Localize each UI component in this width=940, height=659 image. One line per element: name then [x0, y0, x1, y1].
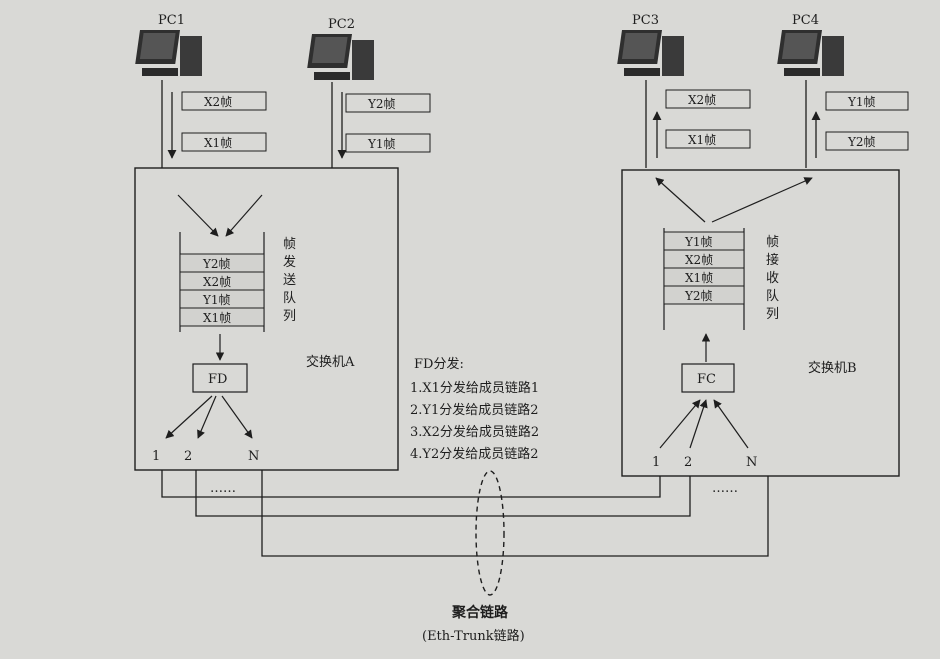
trunk-ellipse: [475, 470, 505, 596]
svg-text:X2帧: X2帧: [203, 275, 231, 289]
fd-rule-item: 3.X2分发给成员链路2: [410, 424, 539, 440]
fc-box: FC: [681, 363, 735, 393]
svg-text:列: 列: [283, 309, 296, 324]
svg-text:X2帧: X2帧: [685, 253, 713, 267]
svg-text:Y2帧: Y2帧: [367, 97, 396, 111]
switch-b-box: [621, 169, 900, 477]
svg-text:Y2帧: Y2帧: [202, 257, 231, 271]
receive-queue-title: 帧 接 收 队 列: [766, 235, 779, 322]
send-queue-slot: X2帧: [179, 271, 265, 291]
switch-b-port-dots: ……: [712, 481, 738, 496]
fd-to-port1-arrow: [165, 395, 213, 439]
svg-text:Y2帧: Y2帧: [684, 289, 713, 303]
fd-to-port2-arrow: [197, 395, 217, 439]
svg-text:X2帧: X2帧: [688, 93, 716, 107]
pc3-frame-x2: X2帧: [665, 89, 751, 109]
svg-text:列: 列: [766, 307, 779, 322]
send-queue-slot: Y1帧: [179, 289, 265, 309]
svg-text:X1帧: X1帧: [203, 311, 231, 325]
switch-b-port-n: N: [746, 455, 757, 470]
switch-a-port-n: N: [248, 449, 259, 464]
pc1-frame-x2: X2帧: [181, 91, 267, 111]
svg-text:X1帧: X1帧: [204, 136, 232, 150]
switch-b-port-2: 2: [684, 455, 692, 470]
svg-text:队: 队: [766, 289, 779, 304]
fd-rule-item: 2.Y1分发给成员链路2: [410, 402, 539, 418]
send-queue-slot: Y2帧: [179, 253, 265, 273]
port1-to-fc-arrow: [659, 399, 701, 449]
svg-text:Y2帧: Y2帧: [847, 135, 876, 149]
pc4-frame-y1: Y1帧: [825, 91, 909, 111]
fd-rules-title: FD分发:: [414, 356, 464, 372]
svg-text:送: 送: [283, 273, 296, 288]
switch-a-port-2: 2: [184, 449, 192, 464]
send-queue-title: 帧 发 送 队 列: [283, 237, 296, 324]
svg-text:Y1帧: Y1帧: [367, 137, 396, 151]
switch-a-inflow-right: [225, 194, 263, 237]
receive-queue-slot: Y1帧: [663, 231, 745, 251]
send-queue-slot: X1帧: [179, 307, 265, 327]
pc2-frame-y1: Y1帧: [345, 133, 431, 153]
member-link-2: [195, 470, 691, 517]
svg-text:X1帧: X1帧: [688, 133, 716, 147]
pc1-label: PC1: [158, 13, 185, 28]
svg-text:收: 收: [766, 271, 779, 286]
pc4-label: PC4: [792, 13, 819, 28]
svg-text:帧: 帧: [766, 235, 779, 250]
pc2-frame-y2: Y2帧: [345, 93, 431, 113]
switch-b-label: 交换机B: [808, 360, 857, 376]
pc4-computer-icon: [777, 30, 844, 76]
svg-text:FC: FC: [697, 372, 716, 387]
switch-a-port-dots: ……: [210, 481, 236, 496]
switch-b-outflow-left: [655, 177, 706, 223]
receive-queue-slot: Y2帧: [663, 285, 745, 305]
pc4-frame-y2: Y2帧: [825, 131, 909, 151]
fd-rules: FD分发: 1.X1分发给成员链路1 2.Y1分发给成员链路2 3.X2分发给成…: [410, 356, 539, 462]
member-link-n: [261, 470, 769, 557]
svg-text:接: 接: [766, 252, 779, 268]
svg-text:X1帧: X1帧: [685, 271, 713, 285]
send-queue: Y2帧 X2帧 Y1帧 X1帧: [179, 232, 265, 332]
svg-text:Y1帧: Y1帧: [202, 293, 231, 307]
svg-text:队: 队: [283, 291, 296, 306]
svg-text:Y1帧: Y1帧: [847, 95, 876, 109]
pc3-frame-x1: X1帧: [665, 129, 751, 149]
pc1-computer-icon: [135, 30, 202, 76]
pc2-label: PC2: [328, 17, 355, 32]
switch-a-port-1: 1: [152, 449, 160, 464]
switch-a-label: 交换机A: [306, 354, 355, 370]
portn-to-fc-arrow: [713, 399, 749, 449]
pc3-label: PC3: [632, 13, 659, 28]
fd-box: FD: [192, 363, 248, 393]
pc2-computer-icon: [307, 34, 374, 80]
receive-queue: Y1帧 X2帧 X1帧 Y2帧: [663, 228, 745, 330]
port2-to-fc-arrow: [689, 399, 708, 449]
switch-b-outflow-right: [711, 177, 813, 223]
svg-text:X2帧: X2帧: [204, 95, 232, 109]
switch-a-inflow-left: [177, 194, 219, 237]
svg-text:发: 发: [283, 254, 296, 270]
fd-rule-item: 4.Y2分发给成员链路2: [410, 446, 539, 462]
svg-text:帧: 帧: [283, 237, 296, 252]
switch-b-port-1: 1: [652, 455, 660, 470]
pc1-frame-x1: X1帧: [181, 132, 267, 152]
receive-queue-slot: X1帧: [663, 267, 745, 287]
fd-to-portn-arrow: [221, 395, 253, 439]
svg-text:Y1帧: Y1帧: [684, 235, 713, 249]
receive-queue-slot: X2帧: [663, 249, 745, 269]
fd-rule-item: 1.X1分发给成员链路1: [410, 380, 539, 396]
member-link-1: [161, 470, 661, 498]
trunk-label: 聚合链路: [451, 604, 509, 621]
switch-a-box: [134, 167, 399, 471]
pc3-computer-icon: [617, 30, 684, 76]
trunk-sublabel: (Eth-Trunk链路): [422, 628, 525, 644]
svg-text:FD: FD: [208, 372, 227, 387]
